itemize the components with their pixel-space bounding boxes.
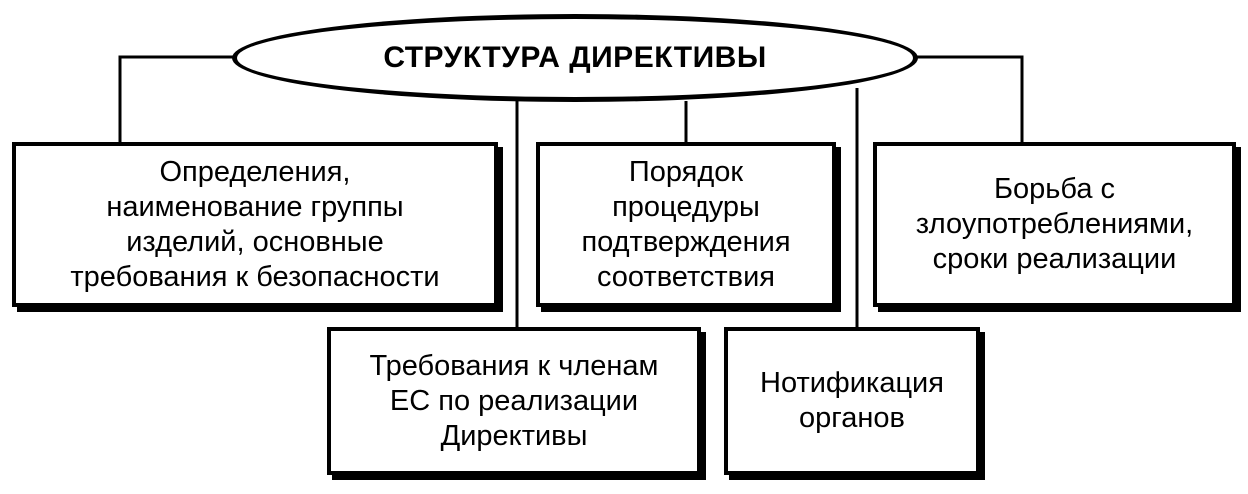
box-notification: Нотификация органов	[724, 327, 980, 475]
box-members: Требования к членам ЕС по реализации Дир…	[327, 327, 701, 475]
diagram-title: СТРУКТУРА ДИРЕКТИВЫ	[232, 14, 918, 102]
connector-abuse	[910, 55, 1024, 142]
box-procedure: Порядок процедуры подтверждения соответс…	[536, 142, 836, 307]
connector-definitions	[118, 55, 240, 142]
box-definitions: Определения, наименование группы изделий…	[12, 142, 498, 307]
box-abuse: Борьба с злоупотреблениями, сроки реализ…	[873, 142, 1236, 307]
